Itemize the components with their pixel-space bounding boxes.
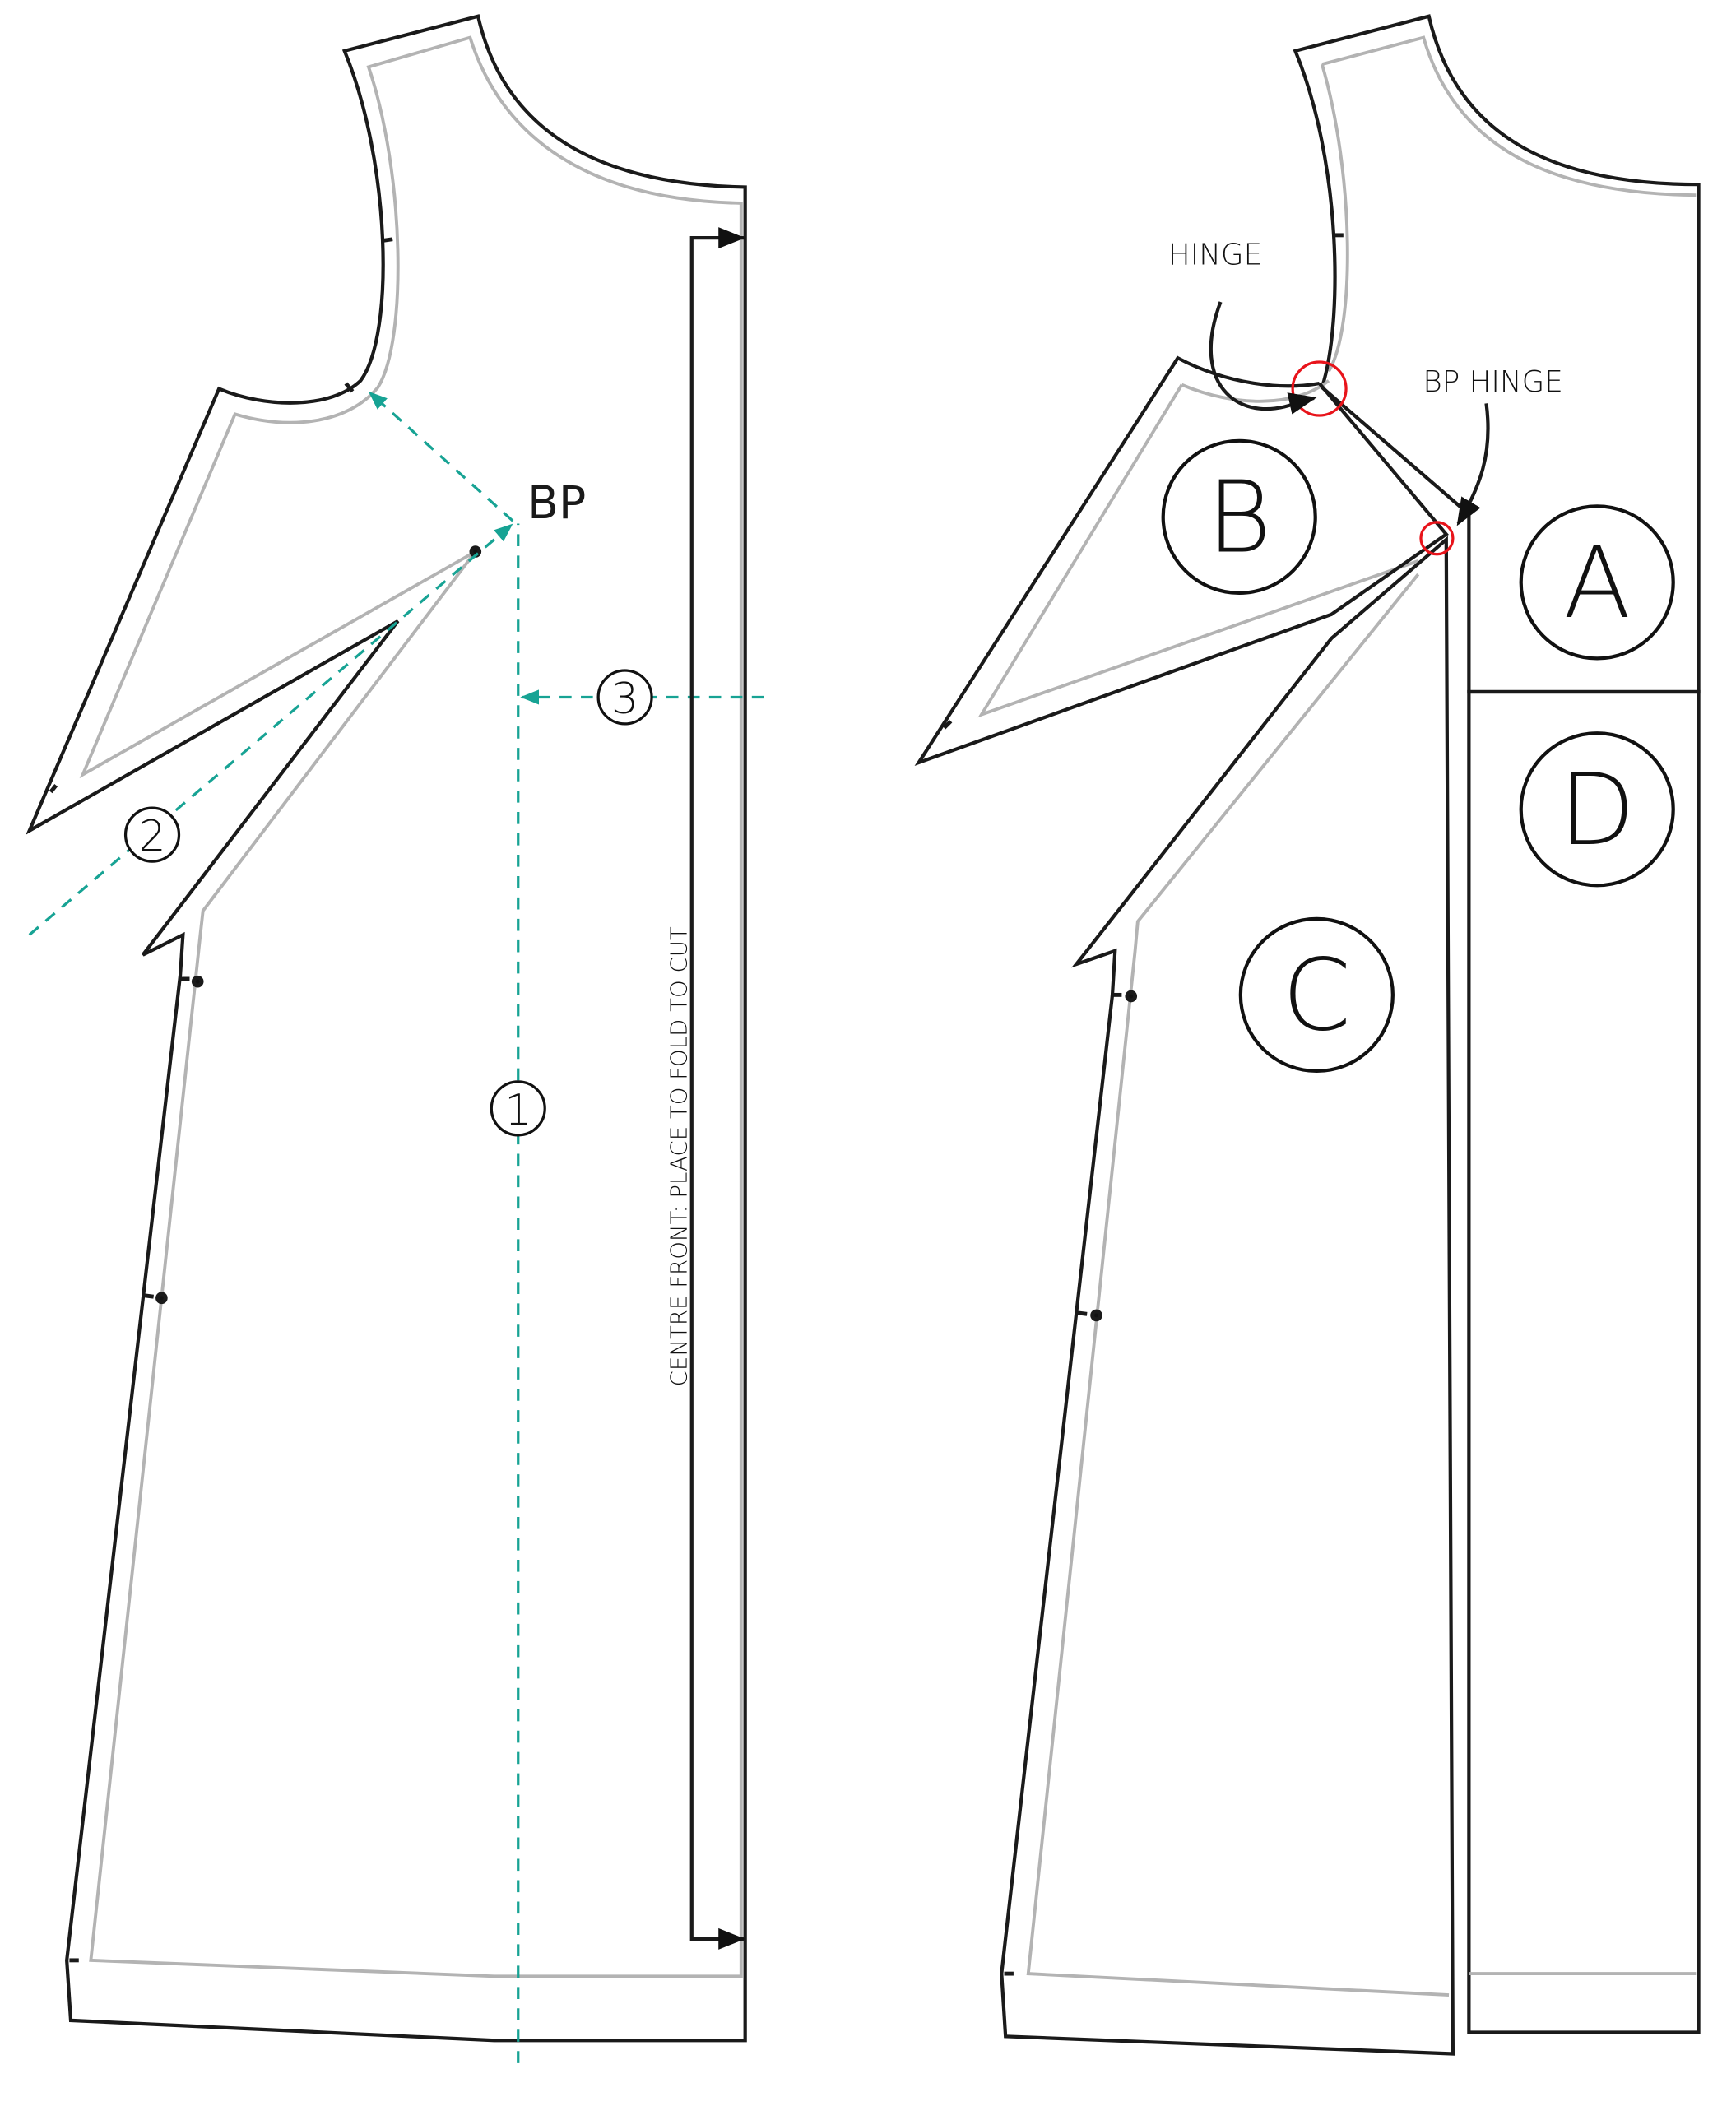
step-marker-3: 3: [596, 669, 653, 726]
piece-b-letter: B: [1207, 462, 1272, 576]
bp-hinge-label: BP HINGE: [1423, 365, 1562, 399]
step-marker-1-label: 1: [504, 1086, 531, 1135]
piece-label-d: D: [1519, 731, 1675, 888]
hinge-arrow: [1209, 301, 1317, 415]
right-bodice-pattern: HINGE BP HINGE A B C D: [914, 14, 1701, 2056]
notches: [49, 237, 482, 1963]
armhole-seam-allowance: [1320, 63, 1349, 373]
fold-bracket: CENTRE FRONT: PLACE TO FOLD TO CUT: [665, 227, 745, 1950]
step-marker-2-label: 2: [139, 812, 166, 861]
piece-label-c: C: [1238, 916, 1395, 1074]
piece-label-b: B: [1161, 438, 1317, 595]
hinge-marker: [1291, 360, 1348, 417]
piece-b-seam-allowance: [977, 379, 1419, 718]
piece-a-outline: [1293, 14, 1701, 694]
step-marker-3-label: 3: [611, 675, 638, 724]
piece-d-outline: [1467, 689, 1701, 2034]
step-marker-1: 1: [490, 1080, 546, 1137]
step-marker-2: 2: [123, 806, 181, 863]
piece-label-a: A: [1519, 504, 1675, 661]
piece-c-letter: C: [1282, 939, 1351, 1054]
guide-line-bp-armhole: [368, 391, 514, 522]
fold-instruction: CENTRE FRONT: PLACE TO FOLD TO CUT: [665, 926, 692, 1386]
piece-c-seam-allowance: [1026, 573, 1450, 1997]
top-seam-allowance: [1321, 35, 1697, 197]
bp-label: BP: [527, 477, 586, 530]
piece-d-letter: D: [1559, 754, 1635, 868]
notches-right: [942, 233, 1344, 1976]
piece-c-outline: [1000, 536, 1455, 2056]
left-outline: [26, 14, 747, 2043]
piece-b-outline: [914, 355, 1449, 767]
left-seam-allowance: [79, 35, 743, 1978]
piece-a-letter: A: [1563, 526, 1631, 641]
hinge-label: HINGE: [1168, 239, 1262, 272]
bp-hinge-arrow: [1456, 403, 1490, 526]
bp-hinge-marker: [1419, 521, 1455, 556]
left-bodice-pattern: 1 2 3 BP CENTRE FRONT: PLACE TO FOLD TO …: [26, 14, 764, 2063]
